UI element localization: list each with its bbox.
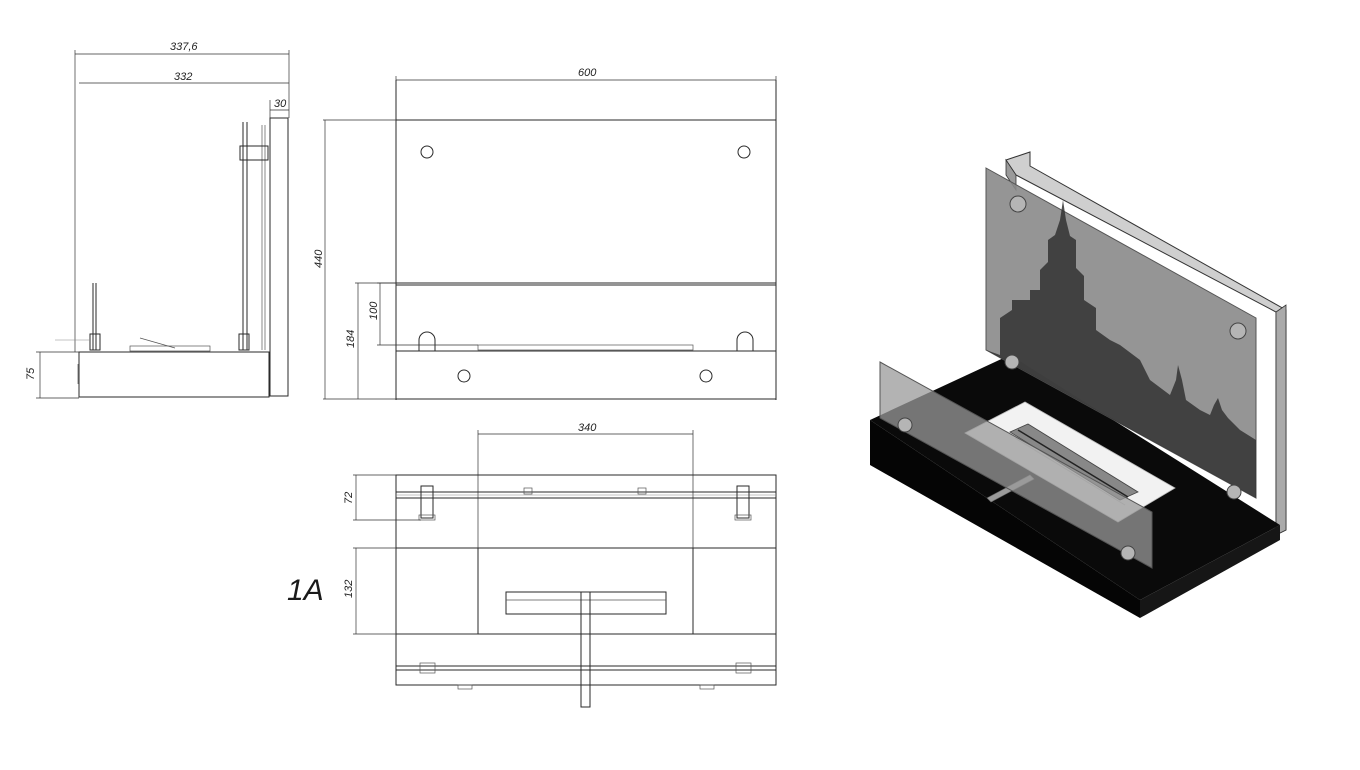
partial-model-label: 1A: [287, 574, 324, 607]
dim-front-width: 600: [578, 67, 597, 79]
dim-side-inner-width: 332: [174, 71, 192, 83]
dim-side-overall-width: 337,6: [170, 41, 198, 53]
front-view: 600 440 184 100: [313, 67, 777, 400]
base-side: [1140, 525, 1280, 618]
dim-front-height: 440: [313, 249, 325, 268]
dim-side-base-height: 75: [25, 367, 37, 380]
skyline-silhouette: [986, 200, 1256, 498]
base-front: [870, 420, 1140, 618]
fireplace-3d-render: [870, 151, 1287, 618]
dim-top-front-depth: 72: [343, 492, 355, 504]
dim-top-burner-depth: 132: [343, 580, 355, 598]
side-view: 337,6 332 30 75: [25, 41, 290, 399]
dim-front-lower-height: 184: [345, 330, 357, 348]
front-glass: [879, 361, 1153, 569]
dim-side-glass-offset: 30: [274, 98, 287, 110]
dim-top-burner-width: 340: [578, 422, 597, 434]
dim-front-lower-glass: 100: [368, 301, 380, 320]
top-view: 340 72 132: [287, 422, 777, 708]
